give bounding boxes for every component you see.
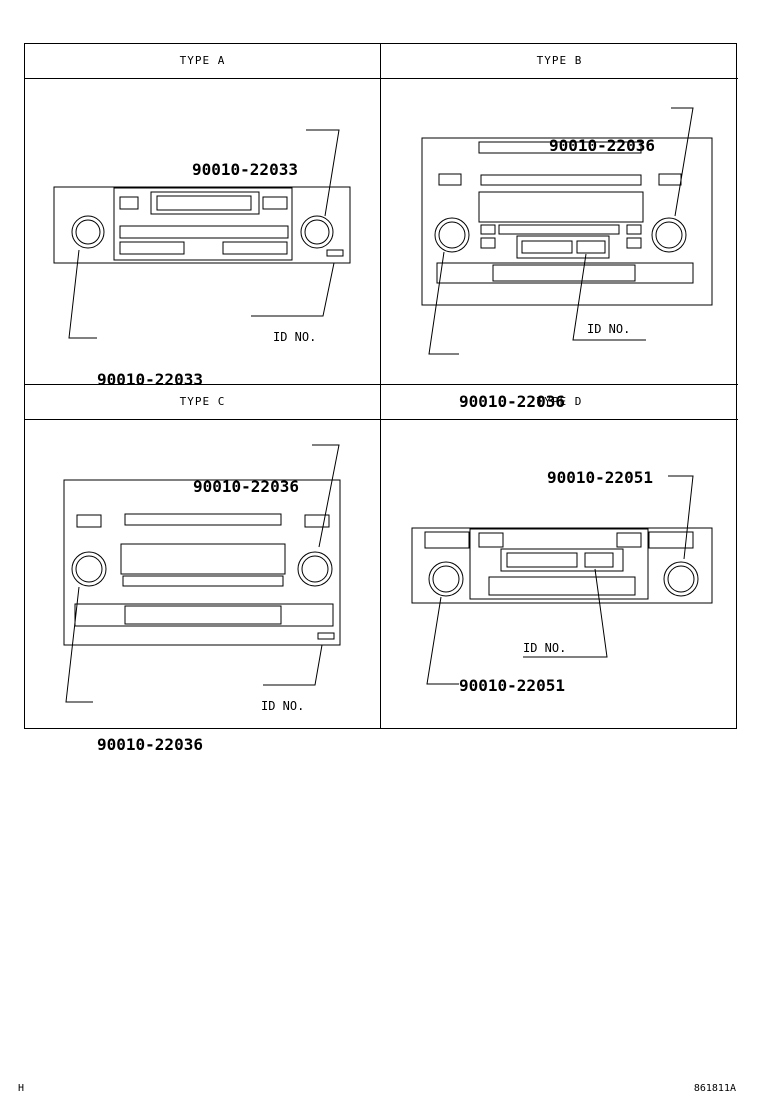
id-number-label: ID NO. bbox=[587, 322, 631, 336]
panel-header: TYPE A bbox=[25, 44, 380, 79]
id-number-label: ID NO. bbox=[261, 699, 305, 713]
part-number-bottom: 90010-22036 bbox=[459, 392, 565, 411]
part-number-bottom: 90010-22051 bbox=[459, 676, 565, 695]
panel-type-b: TYPE B bbox=[381, 44, 738, 411]
footer-illustration-number: 861811A bbox=[693, 1083, 736, 1094]
footer-left-code: H bbox=[18, 1083, 25, 1094]
panel-header: TYPE B bbox=[381, 44, 738, 79]
radio-unit-type-c-drawing bbox=[63, 444, 341, 703]
part-number-top: 90010-22036 bbox=[549, 136, 655, 155]
part-number-top: 90010-22051 bbox=[547, 468, 653, 487]
id-number-label: ID NO. bbox=[523, 641, 567, 655]
parts-diagram-sheet: TYPE A bbox=[24, 43, 738, 754]
part-number-top: 90010-22036 bbox=[193, 477, 299, 496]
part-number-top: 90010-22033 bbox=[192, 160, 298, 179]
panel-header: TYPE C bbox=[25, 385, 380, 420]
panel-type-a: TYPE A bbox=[25, 44, 381, 389]
part-number-bottom: 90010-22033 bbox=[97, 370, 203, 389]
id-number-label: ID NO. bbox=[273, 330, 317, 344]
part-number-bottom: 90010-22036 bbox=[97, 735, 203, 754]
panel-type-c: TYPE C bbox=[25, 385, 381, 754]
radio-unit-type-a-drawing bbox=[53, 129, 351, 339]
panel-header: TYPE D bbox=[381, 385, 738, 420]
radio-unit-type-d-drawing bbox=[411, 475, 713, 685]
radio-unit-type-b-drawing bbox=[421, 107, 713, 355]
panel-type-d: TYPE D bbox=[381, 385, 738, 728]
